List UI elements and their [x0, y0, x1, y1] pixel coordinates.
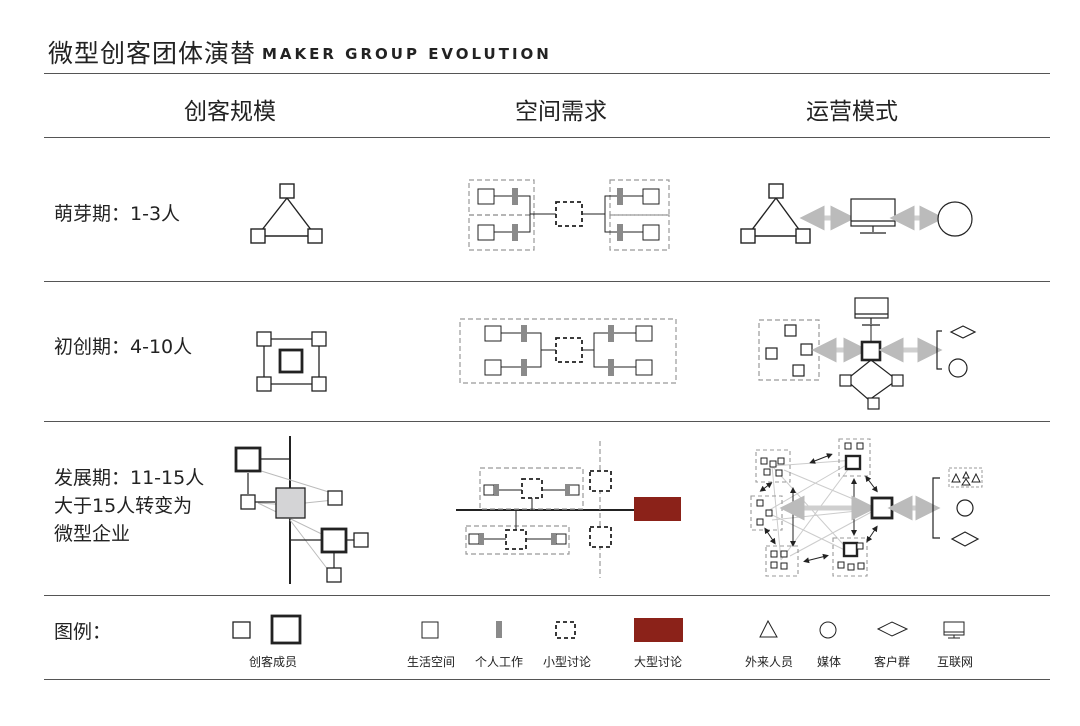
stage-label-line: 发展期：11-15人	[54, 467, 205, 489]
legend-label-internet: 互联网	[936, 655, 973, 669]
page-subtitle: MAKER GROUP EVOLUTION	[262, 45, 552, 63]
maker-member-node	[307, 228, 323, 244]
legend-maker-member-small-icon	[232, 621, 251, 639]
legend-small-discussion-icon	[555, 621, 576, 639]
divider	[44, 281, 1050, 282]
divider	[44, 137, 1050, 138]
divider	[44, 595, 1050, 596]
column-header-scale: 创客规模	[184, 99, 276, 125]
legend-label-large-discussion: 大型讨论	[633, 655, 682, 669]
growth-scale-network	[234, 436, 369, 584]
stage-label-line: 微型企业	[54, 523, 131, 545]
maker-member-node	[279, 183, 295, 199]
maker-member-node	[250, 228, 266, 244]
sprout-operation	[740, 183, 973, 244]
growth-operation	[750, 438, 983, 577]
page-title: 微型创客团体演替	[48, 39, 257, 68]
legend-living-space-icon	[421, 621, 439, 639]
legend-label-client-group: 客户群	[873, 655, 910, 669]
legend-label-media: 媒体	[816, 655, 841, 669]
legend-personal-work-icon	[496, 621, 502, 638]
media-icon	[937, 201, 973, 237]
internet-icon	[854, 297, 889, 341]
legend-title: 图例：	[54, 621, 112, 643]
client-group-icon	[949, 325, 977, 339]
internet-icon	[850, 198, 896, 234]
startup-space-layout	[459, 318, 677, 384]
startup-operation	[758, 297, 977, 410]
divider	[44, 679, 1050, 680]
divider	[44, 73, 1050, 74]
divider	[44, 421, 1050, 422]
large-discussion-block	[634, 497, 681, 521]
client-group-diamond-icon	[876, 621, 909, 637]
sprout-space-layout	[468, 179, 670, 251]
legend-maker-member-large-icon	[270, 614, 302, 645]
startup-scale-grid	[256, 331, 327, 392]
media-icon	[948, 358, 968, 378]
legend-large-discussion-icon	[634, 618, 683, 642]
column-header-space: 空间需求	[515, 99, 607, 125]
column-header-operation: 运营模式	[806, 99, 898, 125]
legend-label-personal-work: 个人工作	[474, 655, 523, 669]
legend-label-living-space: 生活空间	[406, 655, 455, 669]
stage-label-startup: 初创期：4-10人	[54, 336, 193, 358]
sprout-scale-triangle	[250, 183, 323, 244]
legend-label-maker-member: 创客成员	[248, 655, 297, 669]
stage-label-sprout: 萌芽期：1-3人	[54, 203, 181, 225]
stage-label-growth: 发展期：11-15人 大于15人转变为 微型企业	[54, 464, 204, 548]
growth-space-layout	[456, 441, 681, 578]
media-circle-icon	[819, 621, 837, 639]
internet-monitor-icon	[943, 621, 965, 639]
stage-label-line: 大于15人转变为	[54, 495, 193, 517]
legend-label-outsider: 外来人员	[744, 655, 793, 669]
legend-label-small-discussion: 小型讨论	[542, 655, 591, 669]
outsider-triangle-icon	[759, 619, 778, 638]
